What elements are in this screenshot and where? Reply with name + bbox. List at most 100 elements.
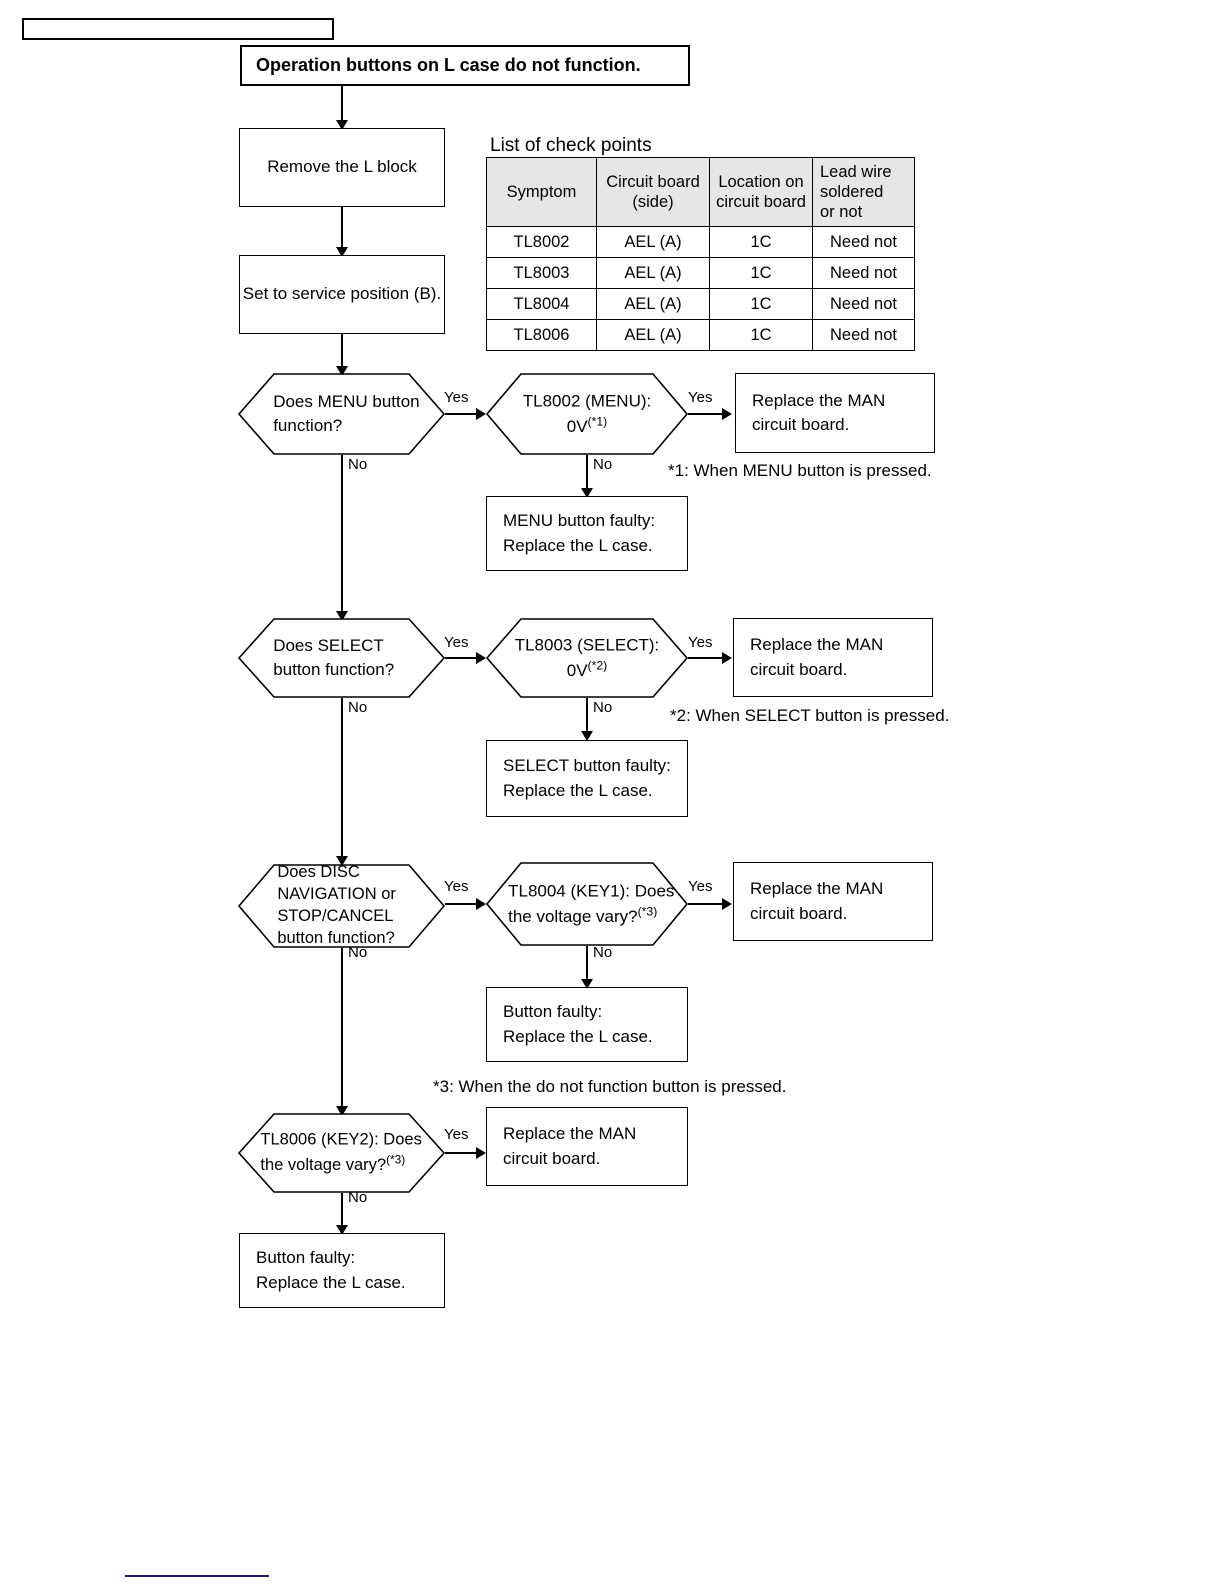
table-row: TL8003 AEL (A) 1C Need not: [486, 257, 915, 289]
decision-tl8002-sup: (*1): [587, 414, 608, 429]
decision-select-button: Does SELECT button function?: [237, 618, 446, 698]
result-select-replace-man-text: Replace the MAN circuit board.: [750, 635, 884, 679]
step-remove-l-block-text: Remove the L block: [267, 157, 417, 177]
hexagon-shape: [485, 862, 689, 946]
table-col-lead-wire: Lead wire soldered or not: [812, 157, 915, 227]
decision-disc-navigation-text: Does DISC NAVIGATION or STOP/CANCEL butt…: [277, 863, 396, 947]
result-menu-faulty-text: MENU button faulty: Replace the L case.: [503, 511, 656, 555]
result-key2-replace-man-text: Replace the MAN circuit board.: [503, 1124, 637, 1168]
edge-tl8002-no: [586, 455, 588, 490]
decision-tl8003-text: TL8003 (SELECT): 0V(*2): [506, 633, 668, 682]
spine-service-to-menu: [341, 334, 343, 368]
hexagon-shape: [237, 618, 446, 698]
table-row: TL8006 AEL (A) 1C Need not: [486, 319, 915, 351]
decision-tl8004-text: TL8004 (KEY1): Does the voltage vary?(*3…: [498, 879, 676, 928]
decision-tl8006-sup: (*3): [386, 1152, 406, 1167]
edge-label-yes: Yes: [688, 878, 713, 895]
result-key1-faulty: Button faulty: Replace the L case.: [486, 987, 688, 1062]
table-header-row: Symptom Circuit board (side) Location on…: [486, 157, 915, 227]
edge-disc-nav-no: [341, 948, 343, 1108]
checkpoints-table: Symptom Circuit board (side) Location on…: [486, 157, 915, 351]
edge-tl8004-yes: [688, 903, 724, 905]
decision-tl8002-main: TL8002 (MENU): 0V: [522, 391, 652, 436]
connector-remove-to-service: [341, 207, 343, 249]
decision-tl8004-sup: (*3): [637, 904, 658, 919]
arrowhead-title-to-remove: [336, 120, 348, 130]
table-col-location: Location on circuit board: [709, 157, 813, 227]
edge-label-no: No: [348, 699, 368, 716]
hexagon-shape: [237, 864, 446, 948]
edge-select-yes: [445, 657, 478, 659]
result-menu-faulty: MENU button faulty: Replace the L case.: [486, 496, 688, 571]
cell-location: 1C: [709, 288, 813, 320]
hexagon-shape: [485, 373, 689, 455]
arrowhead-service-to-menu: [336, 366, 348, 376]
hexagon-shape: [237, 373, 446, 455]
edge-label-no: No: [348, 1189, 368, 1206]
cell-location: 1C: [709, 319, 813, 351]
decision-tl8004-main: TL8004 (KEY1): Does the voltage vary?: [508, 881, 675, 926]
cell-circuit-board: AEL (A): [596, 288, 710, 320]
cell-circuit-board: AEL (A): [596, 319, 710, 351]
note-2: *2: When SELECT button is pressed.: [670, 706, 950, 725]
edge-label-yes: Yes: [688, 389, 713, 406]
decision-tl8002: TL8002 (MENU): 0V(*1): [485, 373, 689, 455]
arrowhead-tl8002-no: [581, 488, 593, 498]
edge-tl8003-yes: [688, 657, 724, 659]
connector-title-to-remove: [341, 86, 343, 122]
cell-lead-wire: Need not: [812, 319, 915, 351]
flow-title-box: Operation buttons on L case do not funct…: [240, 45, 690, 86]
cell-lead-wire: Need not: [812, 288, 915, 320]
decision-tl8003-sup: (*2): [587, 658, 608, 673]
table-col-circuit-board: Circuit board (side): [596, 157, 710, 227]
cell-circuit-board: AEL (A): [596, 226, 710, 258]
result-key1-replace-man: Replace the MAN circuit board.: [733, 862, 933, 941]
cell-symptom: TL8002: [486, 226, 597, 258]
arrowhead-menu-yes: [476, 408, 486, 420]
decision-tl8006: TL8006 (KEY2): Does the voltage vary?(*3…: [237, 1113, 446, 1193]
decision-tl8006-main: TL8006 (KEY2): Does the voltage vary?: [260, 1130, 422, 1175]
edge-tl8002-yes: [688, 413, 724, 415]
table-col-symptom: Symptom: [486, 157, 597, 227]
edge-label-no: No: [593, 456, 613, 473]
table-row: TL8004 AEL (A) 1C Need not: [486, 288, 915, 320]
note-1: *1: When MENU button is pressed.: [668, 461, 932, 480]
cell-location: 1C: [709, 257, 813, 289]
arrowhead-remove-to-service: [336, 247, 348, 257]
edge-label-no: No: [593, 944, 613, 961]
arrowhead-tl8003-yes: [722, 652, 732, 664]
footer-rule: [125, 1575, 269, 1577]
result-key2-faulty: Button faulty: Replace the L case.: [239, 1233, 445, 1308]
step-service-position: Set to service position (B).: [239, 255, 445, 334]
result-select-faulty: SELECT button faulty: Replace the L case…: [486, 740, 688, 817]
decision-tl8003: TL8003 (SELECT): 0V(*2): [485, 618, 689, 698]
result-key2-faulty-text: Button faulty: Replace the L case.: [256, 1248, 406, 1292]
arrowhead-menu-no: [336, 611, 348, 621]
edge-label-no: No: [348, 944, 368, 961]
result-menu-replace-man-text: Replace the MAN circuit board.: [752, 390, 886, 434]
decision-disc-navigation: Does DISC NAVIGATION or STOP/CANCEL butt…: [237, 863, 446, 948]
note-3: *3: When the do not function button is p…: [433, 1077, 787, 1096]
arrowhead-disc-nav-no: [336, 1106, 348, 1116]
arrowhead-select-no: [336, 856, 348, 866]
arrowhead-tl8006-no: [336, 1225, 348, 1235]
edge-label-yes: Yes: [444, 389, 469, 406]
edge-disc-nav-yes: [445, 903, 478, 905]
cell-circuit-board: AEL (A): [596, 257, 710, 289]
edge-tl8006-no: [341, 1193, 343, 1227]
hexagon-shape: [485, 618, 689, 698]
edge-label-no: No: [593, 699, 613, 716]
result-select-replace-man: Replace the MAN circuit board.: [733, 618, 933, 697]
checkpoints-caption: List of check points: [490, 135, 652, 156]
arrowhead-tl8004-no: [581, 979, 593, 989]
decision-menu-button-text: Does MENU button function?: [273, 392, 420, 435]
decision-tl8006-text: TL8006 (KEY2): Does the voltage vary?(*3…: [250, 1129, 436, 1178]
decision-menu-button: Does MENU button function?: [237, 373, 446, 455]
edge-tl8003-no: [586, 698, 588, 733]
result-key1-faulty-text: Button faulty: Replace the L case.: [503, 1002, 653, 1046]
step-service-position-text: Set to service position (B).: [242, 284, 442, 304]
decision-tl8002-text: TL8002 (MENU): 0V(*1): [506, 389, 668, 438]
edge-tl8004-no: [586, 946, 588, 981]
flow-title-text: Operation buttons on L case do not funct…: [256, 54, 641, 75]
